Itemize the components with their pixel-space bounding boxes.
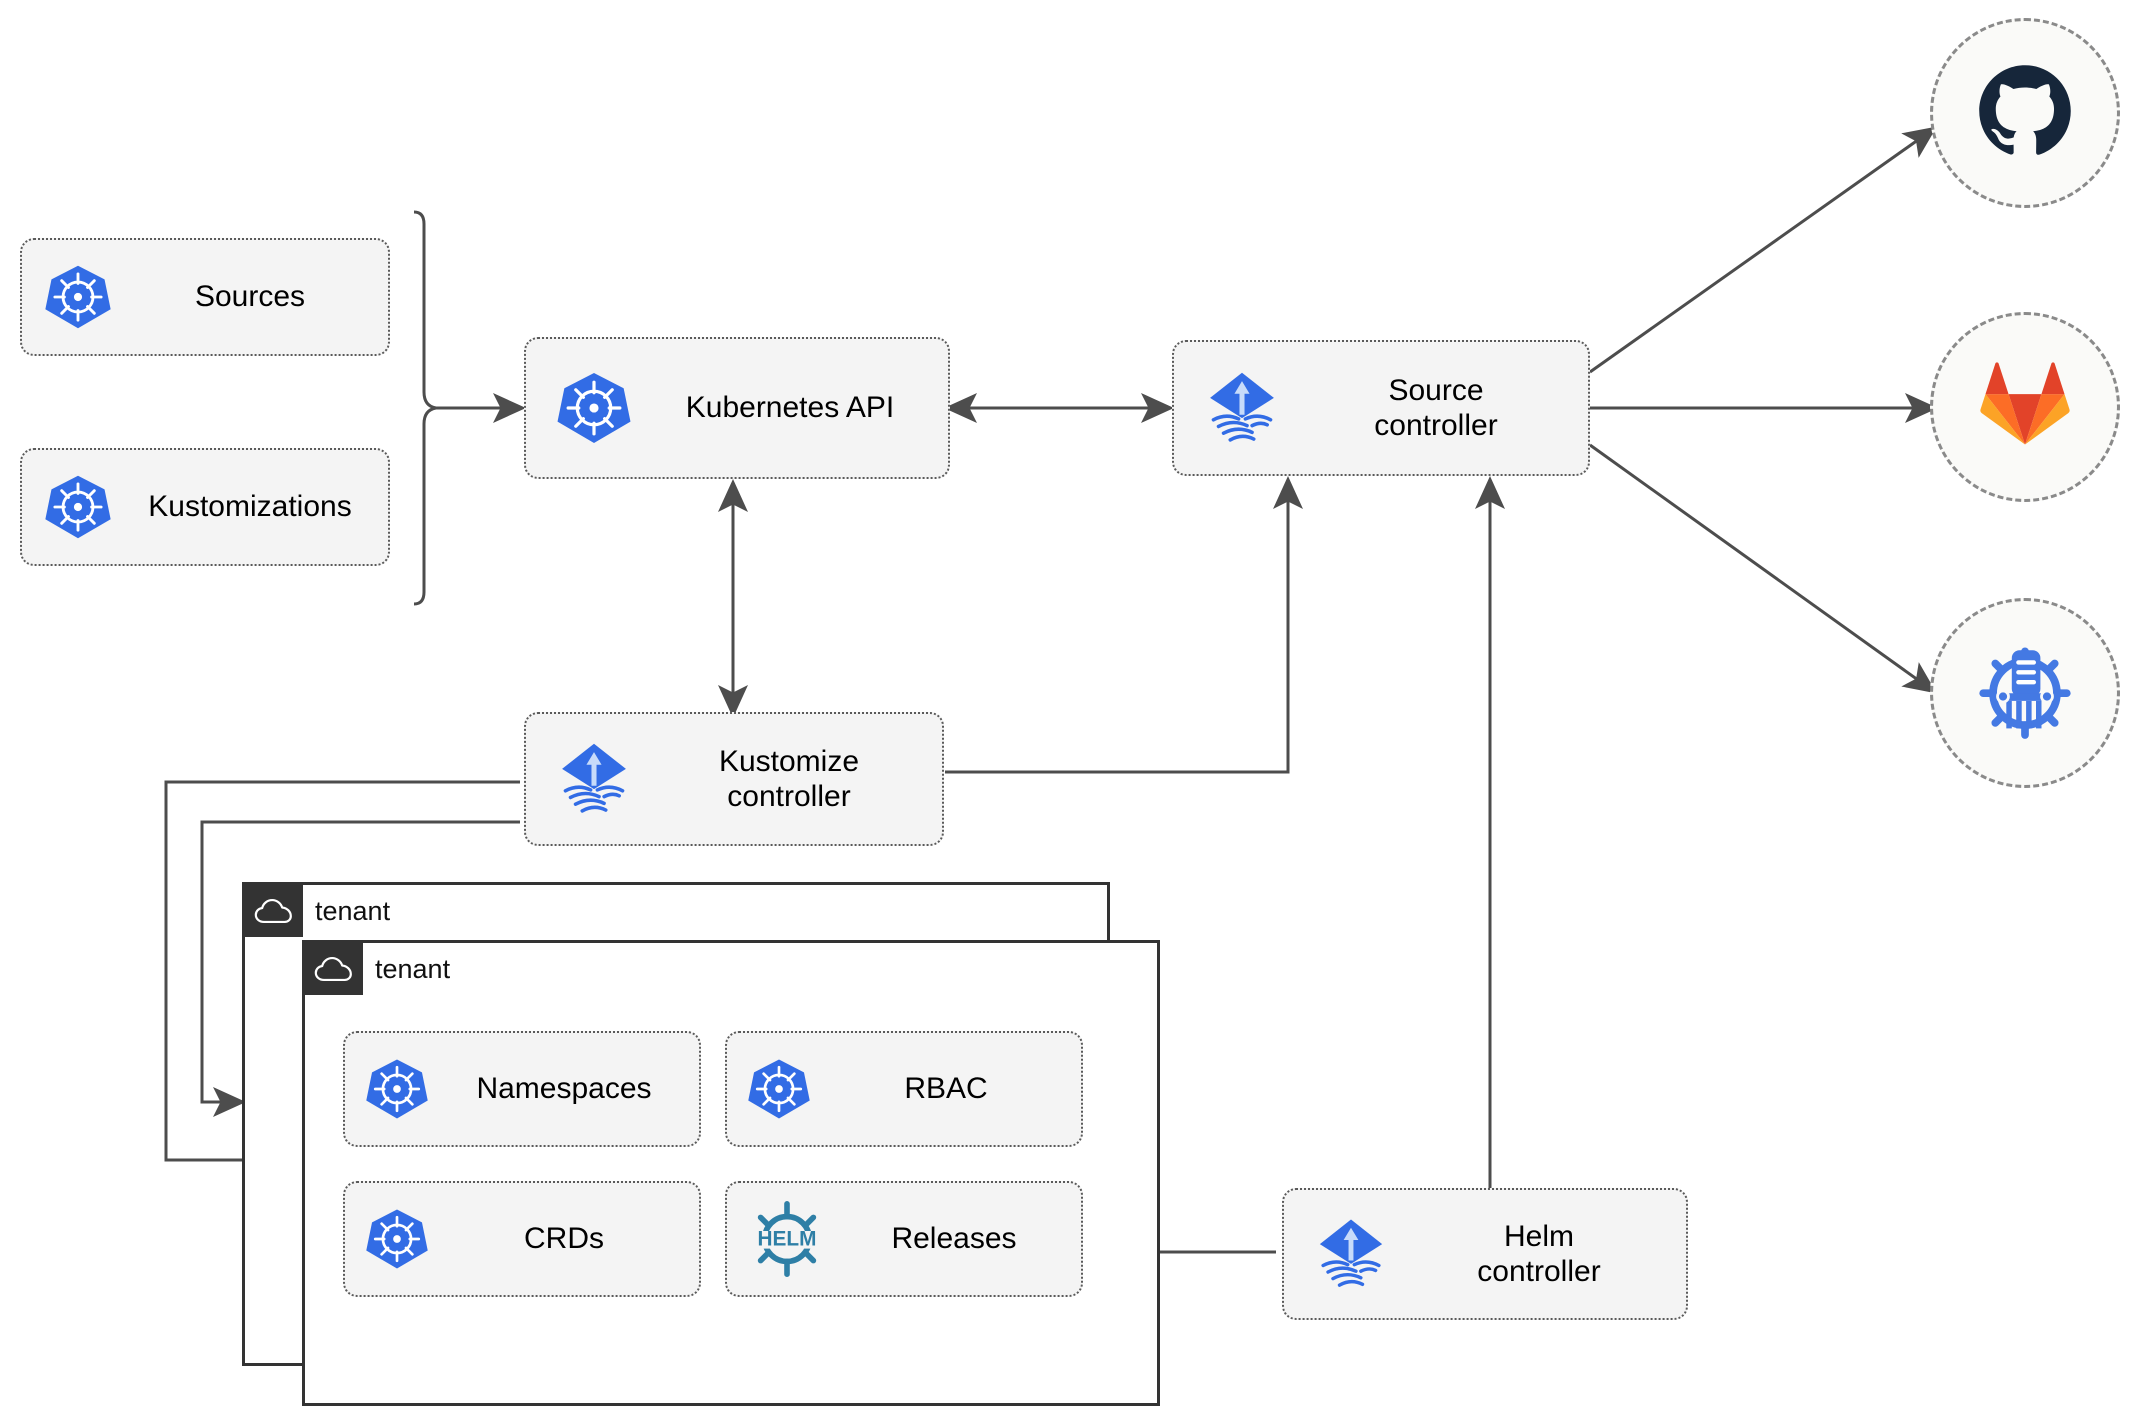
card-label: Releases [891,1222,1017,1256]
kubernetes-icon [365,1207,429,1271]
card-label: Namespaces [476,1072,652,1106]
kubernetes-icon [556,370,632,446]
flux-icon [552,737,636,821]
gitlab-icon [1973,353,2077,462]
helm-wordmark: HELM [758,1227,817,1250]
node-label: Kustomize controller [718,744,860,813]
flux-icon [1310,1213,1392,1295]
node-label: Source controller [1374,373,1498,442]
node-label: Kubernetes API [685,391,895,425]
endpoint-helm-repo[interactable] [1930,598,2120,788]
card-label: RBAC [904,1072,988,1106]
endpoint-github[interactable] [1930,18,2120,208]
group-brace [413,210,437,606]
flux-icon [1200,366,1284,450]
kubernetes-icon [44,473,112,541]
helm-icon: HELM [747,1199,827,1279]
cloud-icon [245,885,303,937]
card-crds[interactable]: CRDs [343,1181,701,1297]
github-icon [1973,59,2077,168]
node-sources[interactable]: Sources [20,238,390,356]
node-label: Helm controller [1477,1219,1601,1288]
node-label: Kustomizations [148,490,352,524]
kubernetes-icon [365,1057,429,1121]
node-source-controller[interactable]: Source controller [1172,340,1590,476]
cloud-icon [305,943,363,995]
tenant-label: tenant [315,895,391,926]
endpoint-gitlab[interactable] [1930,312,2120,502]
card-namespaces[interactable]: Namespaces [343,1031,701,1147]
node-kustomize-controller[interactable]: Kustomize controller [524,712,944,846]
wire-source-to-github [1589,126,1937,374]
node-label: Sources [194,280,306,314]
kubernetes-icon [747,1057,811,1121]
card-rbac[interactable]: RBAC [725,1031,1083,1147]
card-releases[interactable]: HELM Releases [725,1181,1083,1297]
helm-repo-icon [1970,636,2080,751]
tenant-label: tenant [375,953,451,984]
node-helm-controller[interactable]: Helm controller [1282,1188,1688,1320]
kubernetes-icon [44,263,112,331]
wire-kustomize-to-source [945,476,1303,774]
node-kubernetes-api[interactable]: Kubernetes API [524,337,950,479]
node-kustomizations[interactable]: Kustomizations [20,448,390,566]
card-label: CRDs [524,1222,604,1256]
wire-source-to-helmrepo [1589,443,1937,694]
tenant-panel-front[interactable]: tenant Namespaces [302,940,1160,1406]
